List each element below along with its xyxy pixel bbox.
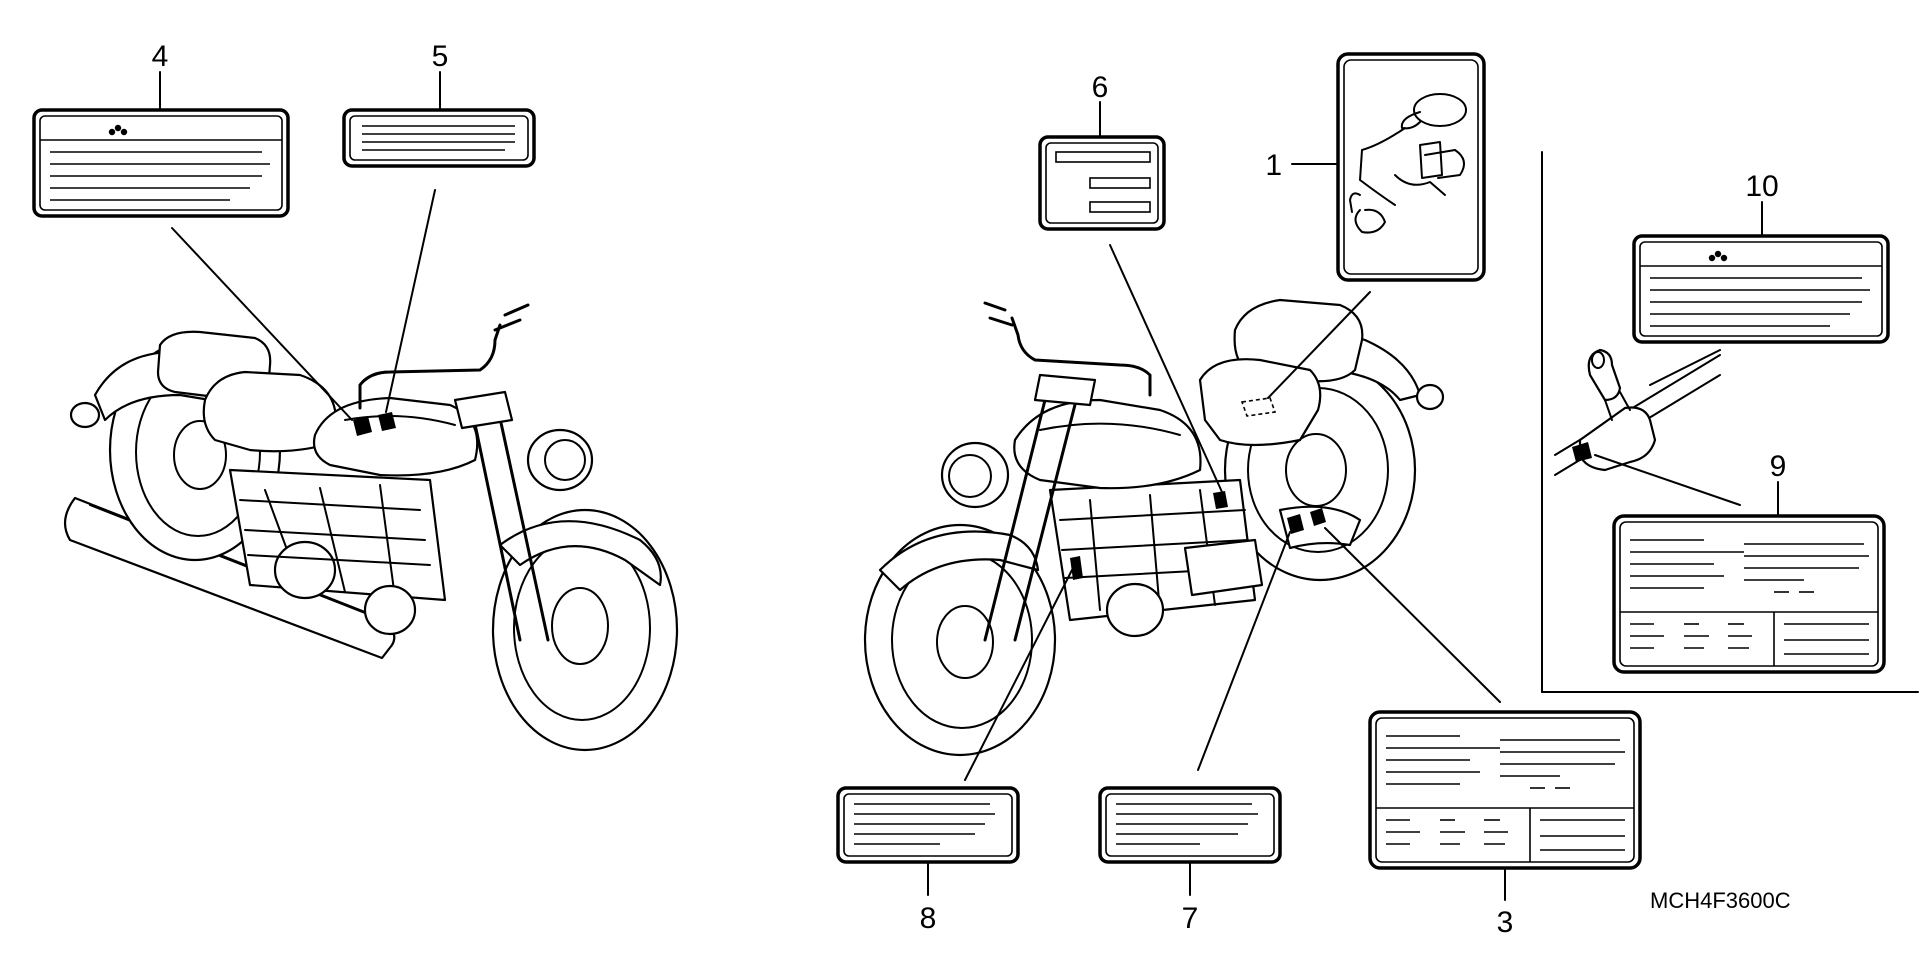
callout-3: 3 [1497,906,1514,939]
callout-1: 1 [1265,149,1282,182]
figure-code: MCH4F3600C [1650,888,1791,913]
inset-steering-part [1554,348,1721,476]
leader-7 [1197,531,1291,771]
leader-8 [964,569,1073,781]
label-4 [32,108,290,218]
motorcycle-left-side-view [63,303,679,752]
leader-3 [1324,527,1501,703]
motorcycle-right-side-view [863,298,1445,757]
label-1 [1336,52,1486,282]
leader-1 [1267,291,1371,399]
leader-9 [1594,454,1741,506]
callout-8: 8 [920,902,937,935]
label-6 [1038,135,1166,231]
recycle-emblem-icon [108,124,128,136]
callout-7: 7 [1182,902,1199,935]
callout-4: 4 [152,40,169,73]
leader-6 [1109,244,1223,493]
leader-5 [385,189,436,413]
inset-panel [1541,151,1919,693]
label-5 [342,108,536,168]
callout-9: 9 [1770,450,1787,483]
label-9 [1612,514,1886,674]
label-7 [1098,786,1282,864]
callout-6: 6 [1092,71,1109,104]
leader-4 [171,227,353,421]
callout-10: 10 [1745,170,1778,203]
label-8 [836,786,1020,864]
label-3 [1368,710,1642,870]
label-10 [1632,234,1890,344]
recycle-emblem-icon [1708,250,1728,262]
callout-5: 5 [432,40,449,73]
leader-10 [1649,349,1721,386]
